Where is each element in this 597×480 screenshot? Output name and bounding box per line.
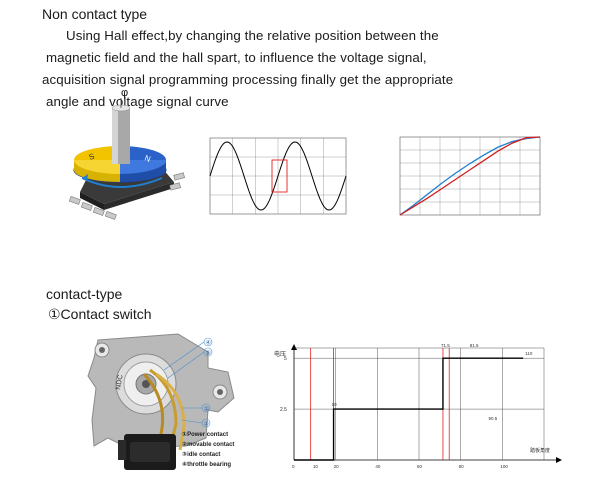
x-tick-label: 40	[375, 464, 381, 469]
annotation-label: 90.5	[489, 416, 498, 421]
callout-5: ⑤	[206, 350, 211, 357]
highlight-box	[271, 159, 288, 193]
magnet-south-label: S	[88, 152, 96, 162]
shaft-angle-symbol: φ	[121, 87, 128, 99]
callout-4: ④	[206, 340, 211, 347]
sine-wave-chart	[209, 137, 347, 215]
y-tick-label: 2.5	[280, 407, 287, 413]
x-tick-label: 80	[459, 464, 465, 469]
x-tick-label: 20	[334, 464, 340, 469]
description-line: magnetic field and the hall spart, to in…	[46, 50, 427, 65]
callout-3: ③	[204, 421, 209, 428]
switch-step-line	[294, 357, 524, 461]
sine-series-line	[209, 141, 347, 211]
magnet-north-label: N	[143, 153, 152, 164]
non-contact-heading: Non contact type	[42, 6, 148, 22]
red-series-line	[399, 136, 541, 216]
x-tick-label: 60	[417, 464, 423, 469]
y-axis-label: 电压	[274, 350, 286, 358]
annotation-label: 110	[525, 351, 533, 356]
legend-power-contact: ①Power contact	[182, 431, 228, 438]
voltage-curve-chart	[399, 136, 541, 216]
description-line: angle and voltage signal curve	[46, 94, 229, 109]
annotation-label: 19	[332, 402, 338, 407]
x-tick-label: 10	[313, 464, 319, 469]
chart-grid	[399, 136, 541, 216]
annotation-label: 71.5	[441, 343, 450, 348]
callout-2: ②	[204, 406, 210, 413]
blue-series-line	[399, 136, 541, 216]
x-tick-label: 0	[292, 464, 295, 469]
throttle-switch-illustration: NDC ④ ⑤ ② ③ ①Power contact ②movable cont…	[87, 333, 235, 470]
non-contact-description: Using Hall effect,by changing the relati…	[42, 25, 562, 113]
legend-movable-contact: ②movable contact	[182, 441, 234, 448]
contact-switch-chart: 电压 踏板角度 5 2.5 0 10 20 40 60 80 100 19 71.5 81.5 90.5…	[274, 343, 562, 469]
annotation-label: 81.5	[470, 343, 479, 348]
description-line: acquisition signal programming processin…	[42, 72, 454, 87]
contact-type-heading: contact-type	[46, 286, 123, 302]
tick-labels: 5 2.5 0 10 20 40 60 80 100 19 71.5 81.5 90.5 110	[280, 343, 533, 469]
hall-sensor-illustration: φ S N	[68, 87, 185, 220]
svg-text:NDC: NDC	[115, 374, 125, 390]
x-axis-label: 踏板角度	[530, 447, 550, 454]
y-tick-label: 5	[284, 356, 287, 362]
description-line: Using Hall effect,by changing the relati…	[66, 28, 439, 43]
legend-throttle-bearing: ④throttle bearing	[182, 461, 231, 468]
legend-idle-contact: ③idle contact	[182, 451, 220, 458]
x-tick-label: 100	[500, 464, 508, 469]
contact-switch-subheading: ①Contact switch	[48, 306, 152, 322]
